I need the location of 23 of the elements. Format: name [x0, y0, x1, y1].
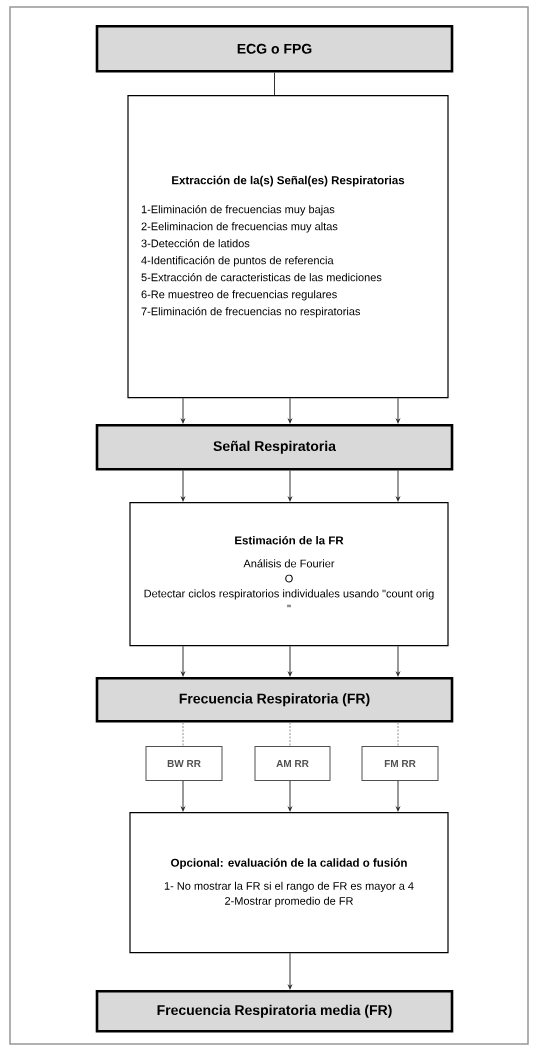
- arrow: [396, 780, 400, 812]
- process-box: Estimación de la FR Análisis de Fourier O Detectar ciclos respiratorios individuales usando "count orig ": [129, 502, 449, 647]
- arrow: [396, 470, 400, 502]
- arrow: [288, 780, 292, 812]
- arrow: [181, 397, 185, 424]
- stage-band: Frecuencia Respiratoria (FR): [95, 677, 454, 723]
- process-box: Extracción de la(s) Señal(es) Respiratorias 1-Eliminación de frecuencias muy bajas 2-Eeliminacion de frecuencias muy altas 3-Detección de latidos 4-Identificación de puntos de referencia 5-Extracción de caracteristicas de las mediciones 6-Re muestreo de frecuencias regulares 7-Eliminación de frecuencias no respiratorias: [127, 95, 449, 399]
- arrow: [181, 470, 185, 502]
- arrow: [288, 470, 292, 502]
- stage-band: Frecuencia Respiratoria media (FR): [95, 990, 454, 1033]
- process-box: Opcional: evaluación de la calidad o fusión 1- No mostrar la FR si el rango de FR es mayor a 4 2-Mostrar promedio de FR: [129, 812, 449, 954]
- arrow: [288, 645, 292, 677]
- stage-band: ECG o FPG: [95, 25, 454, 73]
- signal-box: FM RR: [361, 746, 439, 781]
- arrow: [181, 645, 185, 677]
- arrow: [288, 952, 292, 990]
- stage-band: Señal Respiratoria: [95, 424, 454, 471]
- arrow: [396, 397, 400, 424]
- arrow: [288, 397, 292, 424]
- arrow: [396, 645, 400, 677]
- arrow: [181, 780, 185, 812]
- signal-box: BW RR: [145, 746, 223, 781]
- signal-box: AM RR: [254, 746, 331, 781]
